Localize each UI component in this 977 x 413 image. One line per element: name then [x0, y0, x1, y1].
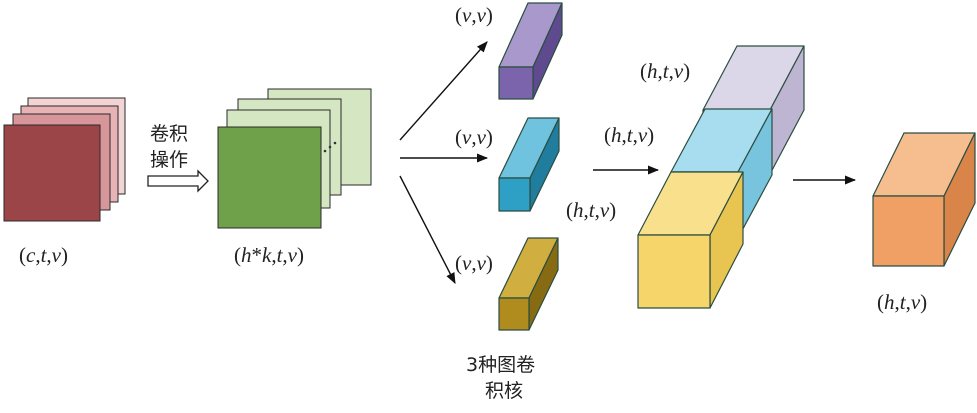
- kernel-blue-front: [498, 177, 531, 212]
- stack-bottom-label: (h,t,v): [566, 198, 616, 222]
- hollow-arrow-icon: [147, 169, 209, 193]
- input-shape-label: (c,t,v): [19, 243, 68, 267]
- graph-kernel-olive: [498, 237, 559, 331]
- output-shape-label: (h,t,v): [877, 290, 927, 314]
- input-layer-front: [3, 124, 101, 222]
- graph-kernel-blue: [498, 117, 560, 212]
- stack-middle-label: (h,t,v): [604, 123, 654, 147]
- output-cuboid: [872, 132, 976, 267]
- ellipsis-dots-icon: [323, 141, 337, 153]
- kernels-caption-line2: 积核: [485, 380, 523, 402]
- kernel-purple-label: (v,v): [455, 3, 493, 27]
- arrow-to-kernel-bottom: [399, 175, 456, 284]
- kernel-purple-front: [498, 66, 534, 100]
- kernel-olive-front: [498, 297, 530, 331]
- stack-top-label: (h,t,v): [640, 59, 690, 83]
- cube-yellow-front: [637, 234, 711, 309]
- kernel-blue-label: (v,v): [455, 125, 493, 149]
- conv-layer-front: [217, 126, 322, 229]
- conv-shape-label: (h*k,t,v): [234, 243, 304, 267]
- kernel-olive-label: (v,v): [455, 251, 493, 275]
- conv-op-label-line2: 操作: [150, 149, 188, 171]
- conv-op-label-line1: 卷积: [150, 123, 188, 145]
- conv-feature-stack: [217, 88, 372, 229]
- output-front: [872, 195, 945, 267]
- graph-kernel-purple: [498, 2, 563, 100]
- kernels-caption-line1: 3种图卷: [466, 354, 535, 376]
- arrow-to-kernel-top: [399, 41, 488, 141]
- input-feature-stack: [3, 97, 126, 222]
- stacked-output-cubes: [637, 45, 805, 309]
